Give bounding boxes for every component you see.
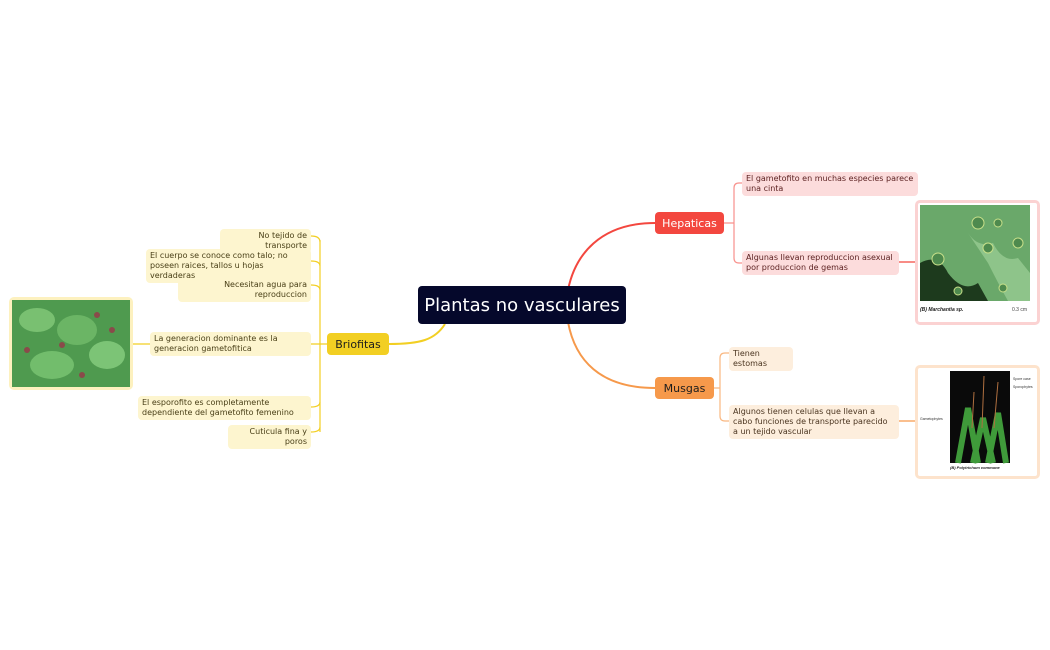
- spore-case-label: Spore case: [1013, 377, 1031, 381]
- marchantia-photo: (B) Marchantia sp. 0.3 cm: [920, 205, 1030, 313]
- marchantia-caption: (B) Marchantia sp.: [920, 307, 963, 313]
- hepaticas-label: Hepaticas: [662, 216, 717, 230]
- briofitas-item[interactable]: Necesitan agua para reproduccion: [178, 278, 311, 302]
- briofitas-item[interactable]: El esporofito es completamente dependien…: [138, 396, 311, 420]
- item-text: No tejido de transporte: [258, 231, 307, 250]
- musgas-node[interactable]: Musgas: [655, 377, 714, 399]
- briofitas-item[interactable]: Cuticula fina y poros: [228, 425, 311, 449]
- gametophytes-label: Gametophytes: [920, 417, 943, 421]
- item-text: El gametofito en muchas especies parece …: [746, 174, 914, 193]
- musgas-item[interactable]: Tienen estomas: [729, 347, 793, 371]
- briofitas-item[interactable]: La generacion dominante es la generacion…: [150, 332, 311, 356]
- item-text: Cuticula fina y poros: [249, 427, 307, 446]
- briofitas-item[interactable]: El cuerpo se conoce como talo; no poseen…: [146, 249, 311, 283]
- item-text: Necesitan agua para reproduccion: [224, 280, 307, 299]
- polytrichum-photo: Spore case Sporophytes Gametophytes (B) …: [920, 371, 1033, 470]
- musgas-item[interactable]: Algunos tienen celulas que llevan a cabo…: [729, 405, 899, 439]
- hepaticas-item[interactable]: Algunas llevan reproduccion asexual por …: [742, 251, 899, 275]
- briofitas-image[interactable]: [9, 297, 133, 390]
- liverwort-photo: [12, 300, 130, 387]
- item-text: La generacion dominante es la generacion…: [154, 334, 278, 353]
- hepaticas-node[interactable]: Hepaticas: [655, 212, 724, 234]
- item-text: Tienen estomas: [733, 349, 767, 368]
- briofitas-node[interactable]: Briofitas: [327, 333, 389, 355]
- item-text: El esporofito es completamente dependien…: [142, 398, 294, 417]
- polytrichum-image[interactable]: Spore case Sporophytes Gametophytes (B) …: [915, 365, 1040, 479]
- root-node[interactable]: Plantas no vasculares: [418, 286, 626, 324]
- item-text: Algunos tienen celulas que llevan a cabo…: [733, 407, 888, 436]
- hepaticas-item[interactable]: El gametofito en muchas especies parece …: [742, 172, 918, 196]
- scale-label: 0.3 cm: [1012, 307, 1027, 313]
- musgas-label: Musgas: [663, 381, 706, 395]
- marchantia-image[interactable]: (B) Marchantia sp. 0.3 cm: [915, 200, 1040, 325]
- item-text: El cuerpo se conoce como talo; no poseen…: [150, 251, 288, 280]
- root-label: Plantas no vasculares: [424, 294, 620, 316]
- polytrichum-caption: (B) Polytrichum commune: [950, 465, 1001, 470]
- item-text: Algunas llevan reproduccion asexual por …: [746, 253, 893, 272]
- briofitas-label: Briofitas: [335, 337, 381, 351]
- sporophytes-label: Sporophytes: [1013, 385, 1033, 389]
